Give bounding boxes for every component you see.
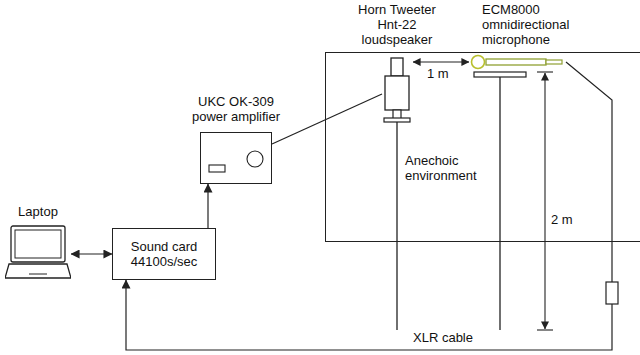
height-label: 2 m	[550, 212, 574, 227]
signal-wire	[126, 62, 612, 350]
signal-wire	[207, 184, 208, 228]
microphone: ECM8000 omnidirectional microphone	[462, 2, 612, 74]
microphone-icon	[470, 54, 566, 70]
stand-plate	[384, 118, 410, 122]
laptop-keyboard	[5, 264, 71, 278]
microphone-figure	[470, 54, 566, 70]
cable-label: XLR cable	[412, 330, 474, 345]
tweeter-body	[385, 76, 409, 110]
distance-label: 1 m	[426, 66, 450, 81]
laptop-display	[15, 230, 61, 258]
xlr-connector	[606, 282, 618, 304]
microphone-body	[486, 59, 546, 65]
power-amplifier: UKC OK-309 power amplifier	[186, 94, 286, 186]
amplifier-box	[200, 132, 272, 184]
laptop: Laptop	[2, 204, 74, 286]
microphone-stand	[499, 77, 500, 330]
laptop-icon	[5, 224, 71, 282]
node-heading: UKC OK-309 power amplifier	[186, 94, 286, 124]
horn-mouth	[391, 58, 403, 76]
amplifier-knob	[247, 151, 263, 167]
amplifier-panel	[201, 133, 270, 182]
loudspeaker-figure	[382, 54, 412, 118]
region-label: Anechoic environment	[405, 153, 491, 183]
amplifier-display	[209, 165, 225, 172]
loudspeaker: Horn Tweeter Hnt-22 loudspeaker	[352, 2, 442, 120]
dimension-tick	[537, 71, 553, 72]
microphone-plug	[546, 60, 562, 64]
anechoic-environment: Anechoic environment	[325, 52, 640, 242]
sound-card-box: Sound card 44100s/sec	[112, 228, 216, 280]
laptop-touchpad	[29, 274, 47, 275]
speaker-stand	[396, 122, 397, 330]
signal-wire	[272, 94, 382, 144]
stand-plate	[474, 72, 526, 77]
laptop-figure	[5, 224, 71, 282]
node-heading: Horn Tweeter Hnt-22 loudspeaker	[352, 2, 442, 47]
box-label: Sound card 44100s/sec	[119, 239, 209, 269]
laptop-screen	[11, 226, 65, 262]
distance-arrow	[413, 61, 469, 62]
dimension-tick	[537, 329, 553, 330]
height-arrow	[544, 73, 545, 329]
tweeter-mount	[393, 110, 401, 118]
signal-wire	[71, 253, 112, 254]
microphone-capsule	[472, 56, 485, 69]
node-heading: Laptop	[2, 204, 74, 219]
horn-tweeter-icon	[382, 54, 412, 118]
node-heading: ECM8000 omnidirectional microphone	[462, 2, 612, 47]
